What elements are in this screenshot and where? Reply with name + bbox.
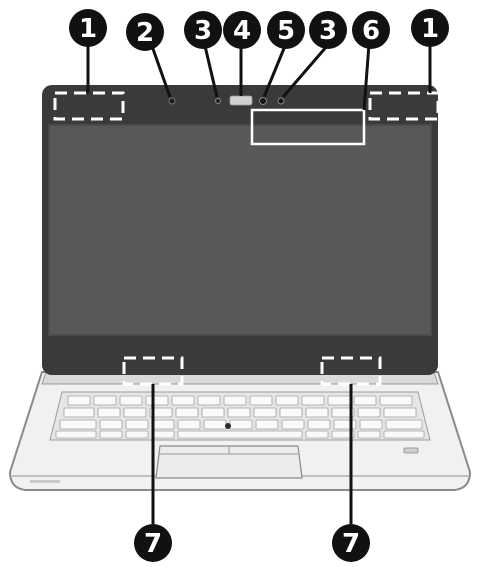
callout-1-right: 1 xyxy=(411,9,449,47)
privacy-shutter xyxy=(230,96,252,105)
callout-label: 4 xyxy=(233,16,251,46)
callout-7-right: 7 xyxy=(332,524,370,562)
callout-label: 1 xyxy=(79,14,97,44)
callout-label: 3 xyxy=(319,16,337,46)
callout-label: 7 xyxy=(342,529,360,559)
callout-7-left: 7 xyxy=(134,524,172,562)
callout-label: 5 xyxy=(277,16,295,46)
display-lid xyxy=(42,85,438,384)
callout-5: 5 xyxy=(267,11,305,49)
callout-label: 6 xyxy=(362,16,380,46)
display-screen xyxy=(49,125,431,335)
infrared-camera xyxy=(278,98,284,104)
callout-label: 1 xyxy=(421,14,439,44)
camera-light xyxy=(216,99,221,104)
callout-3-right: 3 xyxy=(309,11,347,49)
callout-2: 2 xyxy=(126,13,164,51)
callout-label: 2 xyxy=(136,18,154,48)
callout-label: 3 xyxy=(194,16,212,46)
callout-4: 4 xyxy=(223,11,261,49)
camera-lens xyxy=(260,98,267,105)
callout-label: 7 xyxy=(144,529,162,559)
laptop-base xyxy=(10,372,470,490)
pointing-stick xyxy=(225,423,231,429)
fingerprint-reader xyxy=(404,448,418,453)
callout-3-left: 3 xyxy=(184,11,222,49)
keyboard-keys xyxy=(56,396,424,438)
callout-1-left: 1 xyxy=(69,9,107,47)
callout-6: 6 xyxy=(352,11,390,49)
front-led-bar xyxy=(30,480,60,483)
ambient-light-sensor xyxy=(169,98,175,104)
